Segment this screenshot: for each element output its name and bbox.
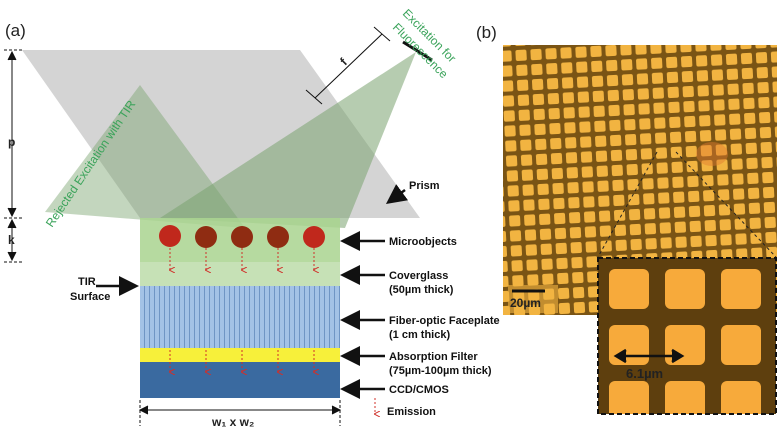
label-coverglass-thickness: (50µm thick) [389, 284, 454, 296]
panel-a-label: (a) [5, 21, 26, 40]
label-microobjects: Microobjects [389, 236, 457, 248]
label-faceplate: Fiber-optic Faceplate [389, 315, 500, 327]
label-emission: Emission [387, 406, 436, 418]
inset-border [597, 257, 777, 415]
inset-image [598, 258, 776, 414]
absorption-filter [140, 348, 340, 362]
light-source [402, 40, 433, 62]
zoom-line [597, 151, 658, 258]
width-label: w₁ x w₂ [211, 415, 254, 429]
ccd-cmos [140, 362, 340, 398]
label-faceplate-thickness: (1 cm thick) [389, 329, 450, 341]
scale-bar-label: 20µm [510, 296, 541, 310]
panel-b-label: (b) [476, 23, 497, 42]
zoom-line [675, 151, 777, 258]
inset-measure [613, 348, 685, 364]
microobject [303, 226, 325, 248]
microobject [159, 225, 181, 247]
dimension-f-label: f [337, 55, 350, 68]
label-filter: Absorption Filter [389, 351, 478, 363]
excitation-beam [160, 52, 416, 228]
dimension-f [305, 26, 391, 105]
dimension-lines [4, 49, 22, 263]
label-coverglass: Coverglass [389, 270, 448, 282]
label-tir: TIR [78, 276, 96, 288]
label-prism: Prism [409, 180, 440, 192]
width-dimension [138, 400, 342, 426]
coverglass [140, 262, 340, 286]
microobject [267, 226, 289, 248]
inset-measure-label: 6.1µm [626, 366, 663, 381]
fiber-optic-faceplate [140, 286, 340, 348]
label-tir-surface: Surface [70, 291, 110, 303]
microobject [195, 226, 217, 248]
microscope-highlight [696, 142, 728, 166]
rejected-beam [45, 85, 245, 228]
label-filter-thickness: (75µm-100µm thick) [389, 365, 492, 377]
dimension-p: p [8, 135, 15, 149]
label-ccd: CCD/CMOS [389, 384, 449, 396]
microobject [231, 226, 253, 248]
label-arrows [96, 184, 409, 399]
dimension-k: k [8, 233, 15, 247]
